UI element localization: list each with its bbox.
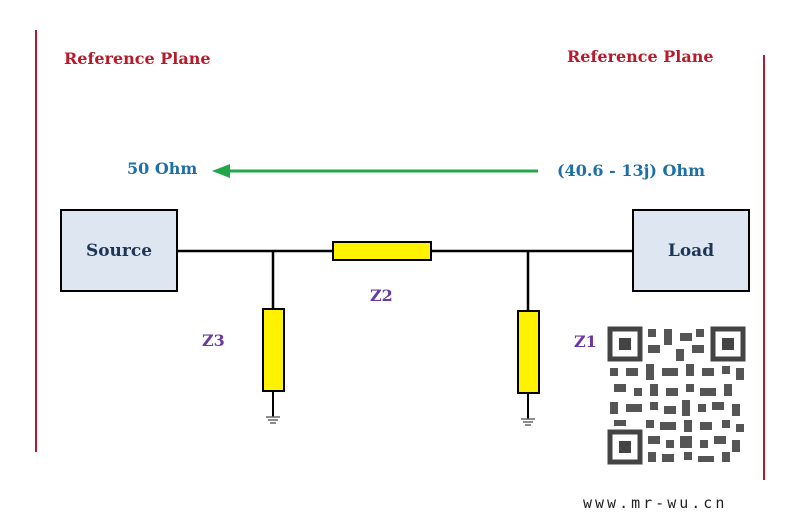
source-box: Source	[60, 209, 178, 292]
qr-code-image	[607, 326, 747, 466]
target-impedance-label: 50 Ohm	[127, 159, 198, 178]
z1-label: Z1	[574, 332, 597, 351]
z1-shunt-element	[517, 310, 540, 394]
right-reference-plane-line	[763, 55, 765, 480]
left-reference-plane-line	[35, 30, 37, 452]
load-impedance-label: (40.6 - 13j) Ohm	[557, 161, 706, 180]
z1-ground-icon	[521, 418, 535, 426]
transformation-arrow-head	[212, 164, 230, 178]
z2-series-element	[332, 241, 432, 261]
z3-ground-icon	[266, 416, 280, 424]
right-reference-plane-label: Reference Plane	[567, 47, 714, 66]
z2-label: Z2	[370, 286, 393, 305]
footer-url: www.mr-wu.cn	[583, 494, 728, 512]
left-reference-plane-label: Reference Plane	[64, 49, 211, 68]
z3-shunt-element	[262, 308, 285, 392]
load-box: Load	[632, 209, 750, 292]
z3-label: Z3	[202, 331, 225, 350]
